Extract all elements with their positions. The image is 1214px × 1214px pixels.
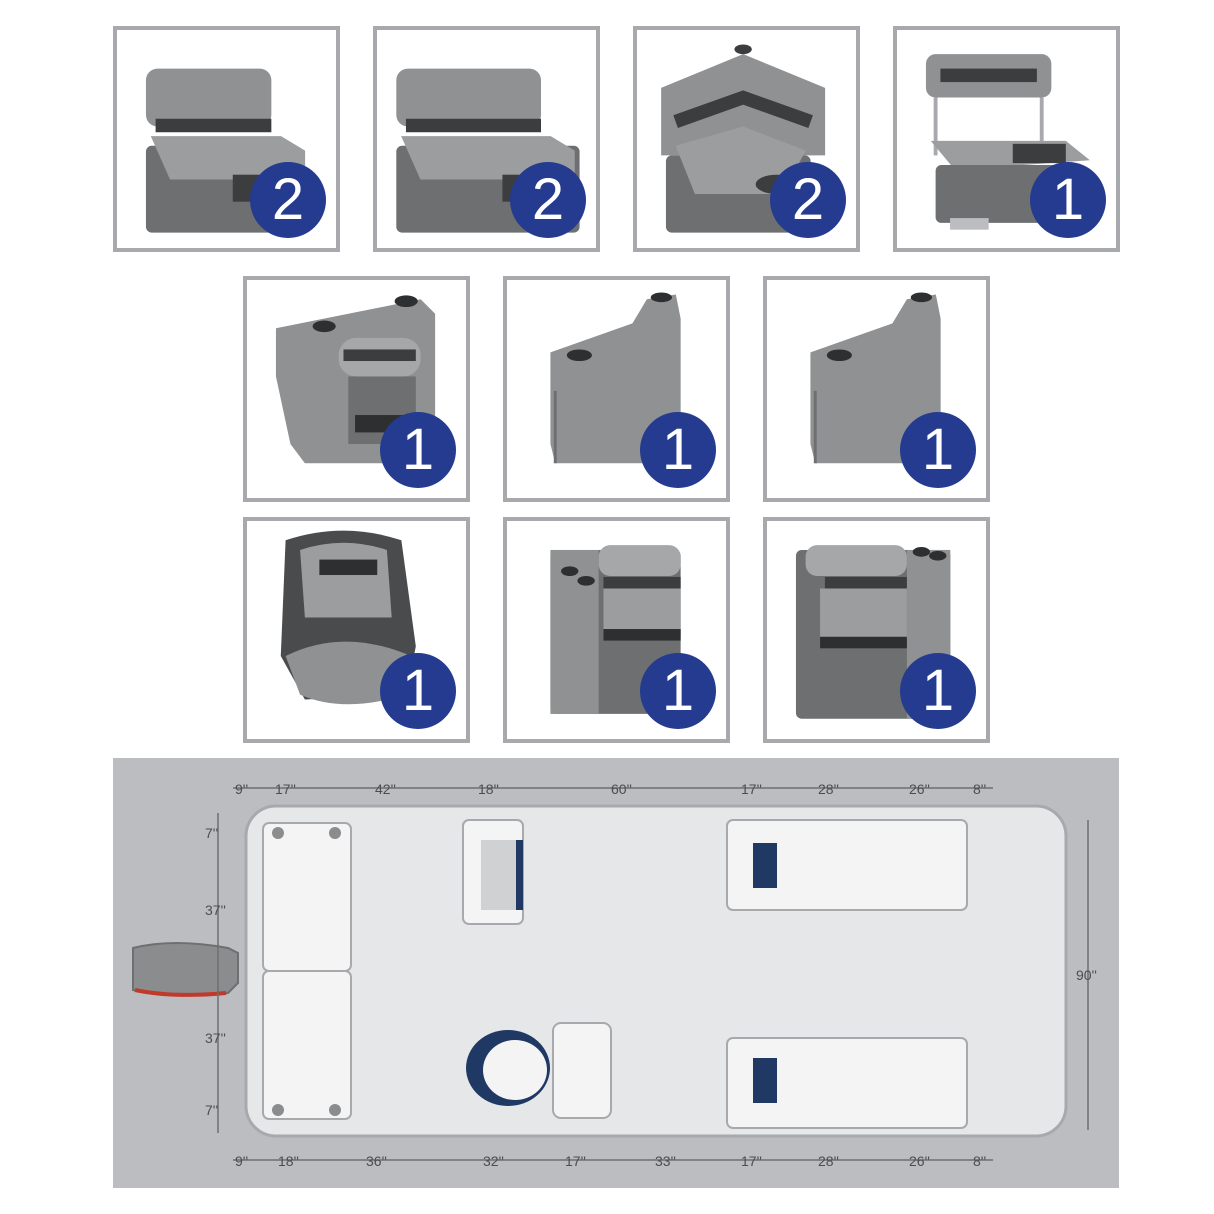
rear-bench-bottom [262,970,352,1120]
quantity-badge: 1 [640,653,716,729]
bottom-dim-10: 8'' [973,1153,986,1169]
motor-icon [132,942,239,996]
quantity-badge: 1 [900,653,976,729]
quantity-badge: 1 [640,412,716,488]
left-lounger-image [550,545,681,714]
captain-chair-image [280,530,416,705]
top-dim-1: 9'' [235,781,248,797]
corner-seat-card[interactable]: 2 [633,26,860,252]
left-lounger-card[interactable]: 1 [503,517,730,743]
quantity-badge: 1 [1030,162,1106,238]
left-dim-1: 7'' [205,825,218,841]
right-arm-rest-image [810,292,941,464]
top-dim-6: 17'' [741,781,762,797]
bottom-dim-9: 26'' [909,1153,930,1169]
top-dim-4: 18'' [478,781,499,797]
top-dim-7: 28'' [818,781,839,797]
captain-chair-card[interactable]: 1 [243,517,470,743]
bench-seat-card[interactable]: 2 [373,26,600,252]
bottom-dim-4: 32'' [483,1153,504,1169]
front-seat-top [726,819,968,911]
left-dim-4: 7'' [205,1102,218,1118]
quantity-badge: 2 [770,162,846,238]
bottom-dim-3: 36'' [366,1153,387,1169]
quantity-badge: 2 [510,162,586,238]
corner-seat-image [661,44,826,233]
quantity-badge: 1 [900,412,976,488]
top-dim-9: 8'' [973,781,986,797]
bottom-dim-6: 33'' [655,1153,676,1169]
bottom-dim-8: 28'' [818,1153,839,1169]
bottom-dim-2: 18'' [278,1153,299,1169]
bottom-dim-5: 17'' [565,1153,586,1169]
pontoon-layout-diagram: 9'' 17'' 42'' 18'' 60'' 17'' 28'' 26'' 8… [113,758,1119,1188]
top-dim-2: 17'' [275,781,296,797]
top-dim-5: 60'' [611,781,632,797]
quantity-badge: 2 [250,162,326,238]
layout-drawing: 9'' 17'' 42'' 18'' 60'' 17'' 28'' 26'' 8… [132,781,1097,1169]
left-dim-3: 37'' [205,1030,226,1046]
quantity-badge: 1 [380,653,456,729]
helm-console-card[interactable]: 1 [243,276,470,502]
left-dim-2: 37'' [205,902,226,918]
left-arm-rest-image [550,292,681,464]
bottom-dim-7: 17'' [741,1153,762,1169]
flip-flop-cooler-seat-card[interactable]: 1 [893,26,1120,252]
console-top [552,1022,612,1119]
top-dim-3: 42'' [375,781,396,797]
right-lounger-card[interactable]: 1 [763,517,990,743]
left-arm-rest-card[interactable]: 1 [503,276,730,502]
right-arm-rest-card[interactable]: 1 [763,276,990,502]
lounge-seat-image [145,68,306,233]
top-dim-8: 26'' [909,781,930,797]
lounge-seat-card[interactable]: 2 [113,26,340,252]
bottom-dim-1: 9'' [235,1153,248,1169]
front-seat-bottom [726,1037,968,1129]
quantity-badge: 1 [380,412,456,488]
right-dim: 90'' [1076,967,1097,983]
rear-bench-top [262,822,352,972]
